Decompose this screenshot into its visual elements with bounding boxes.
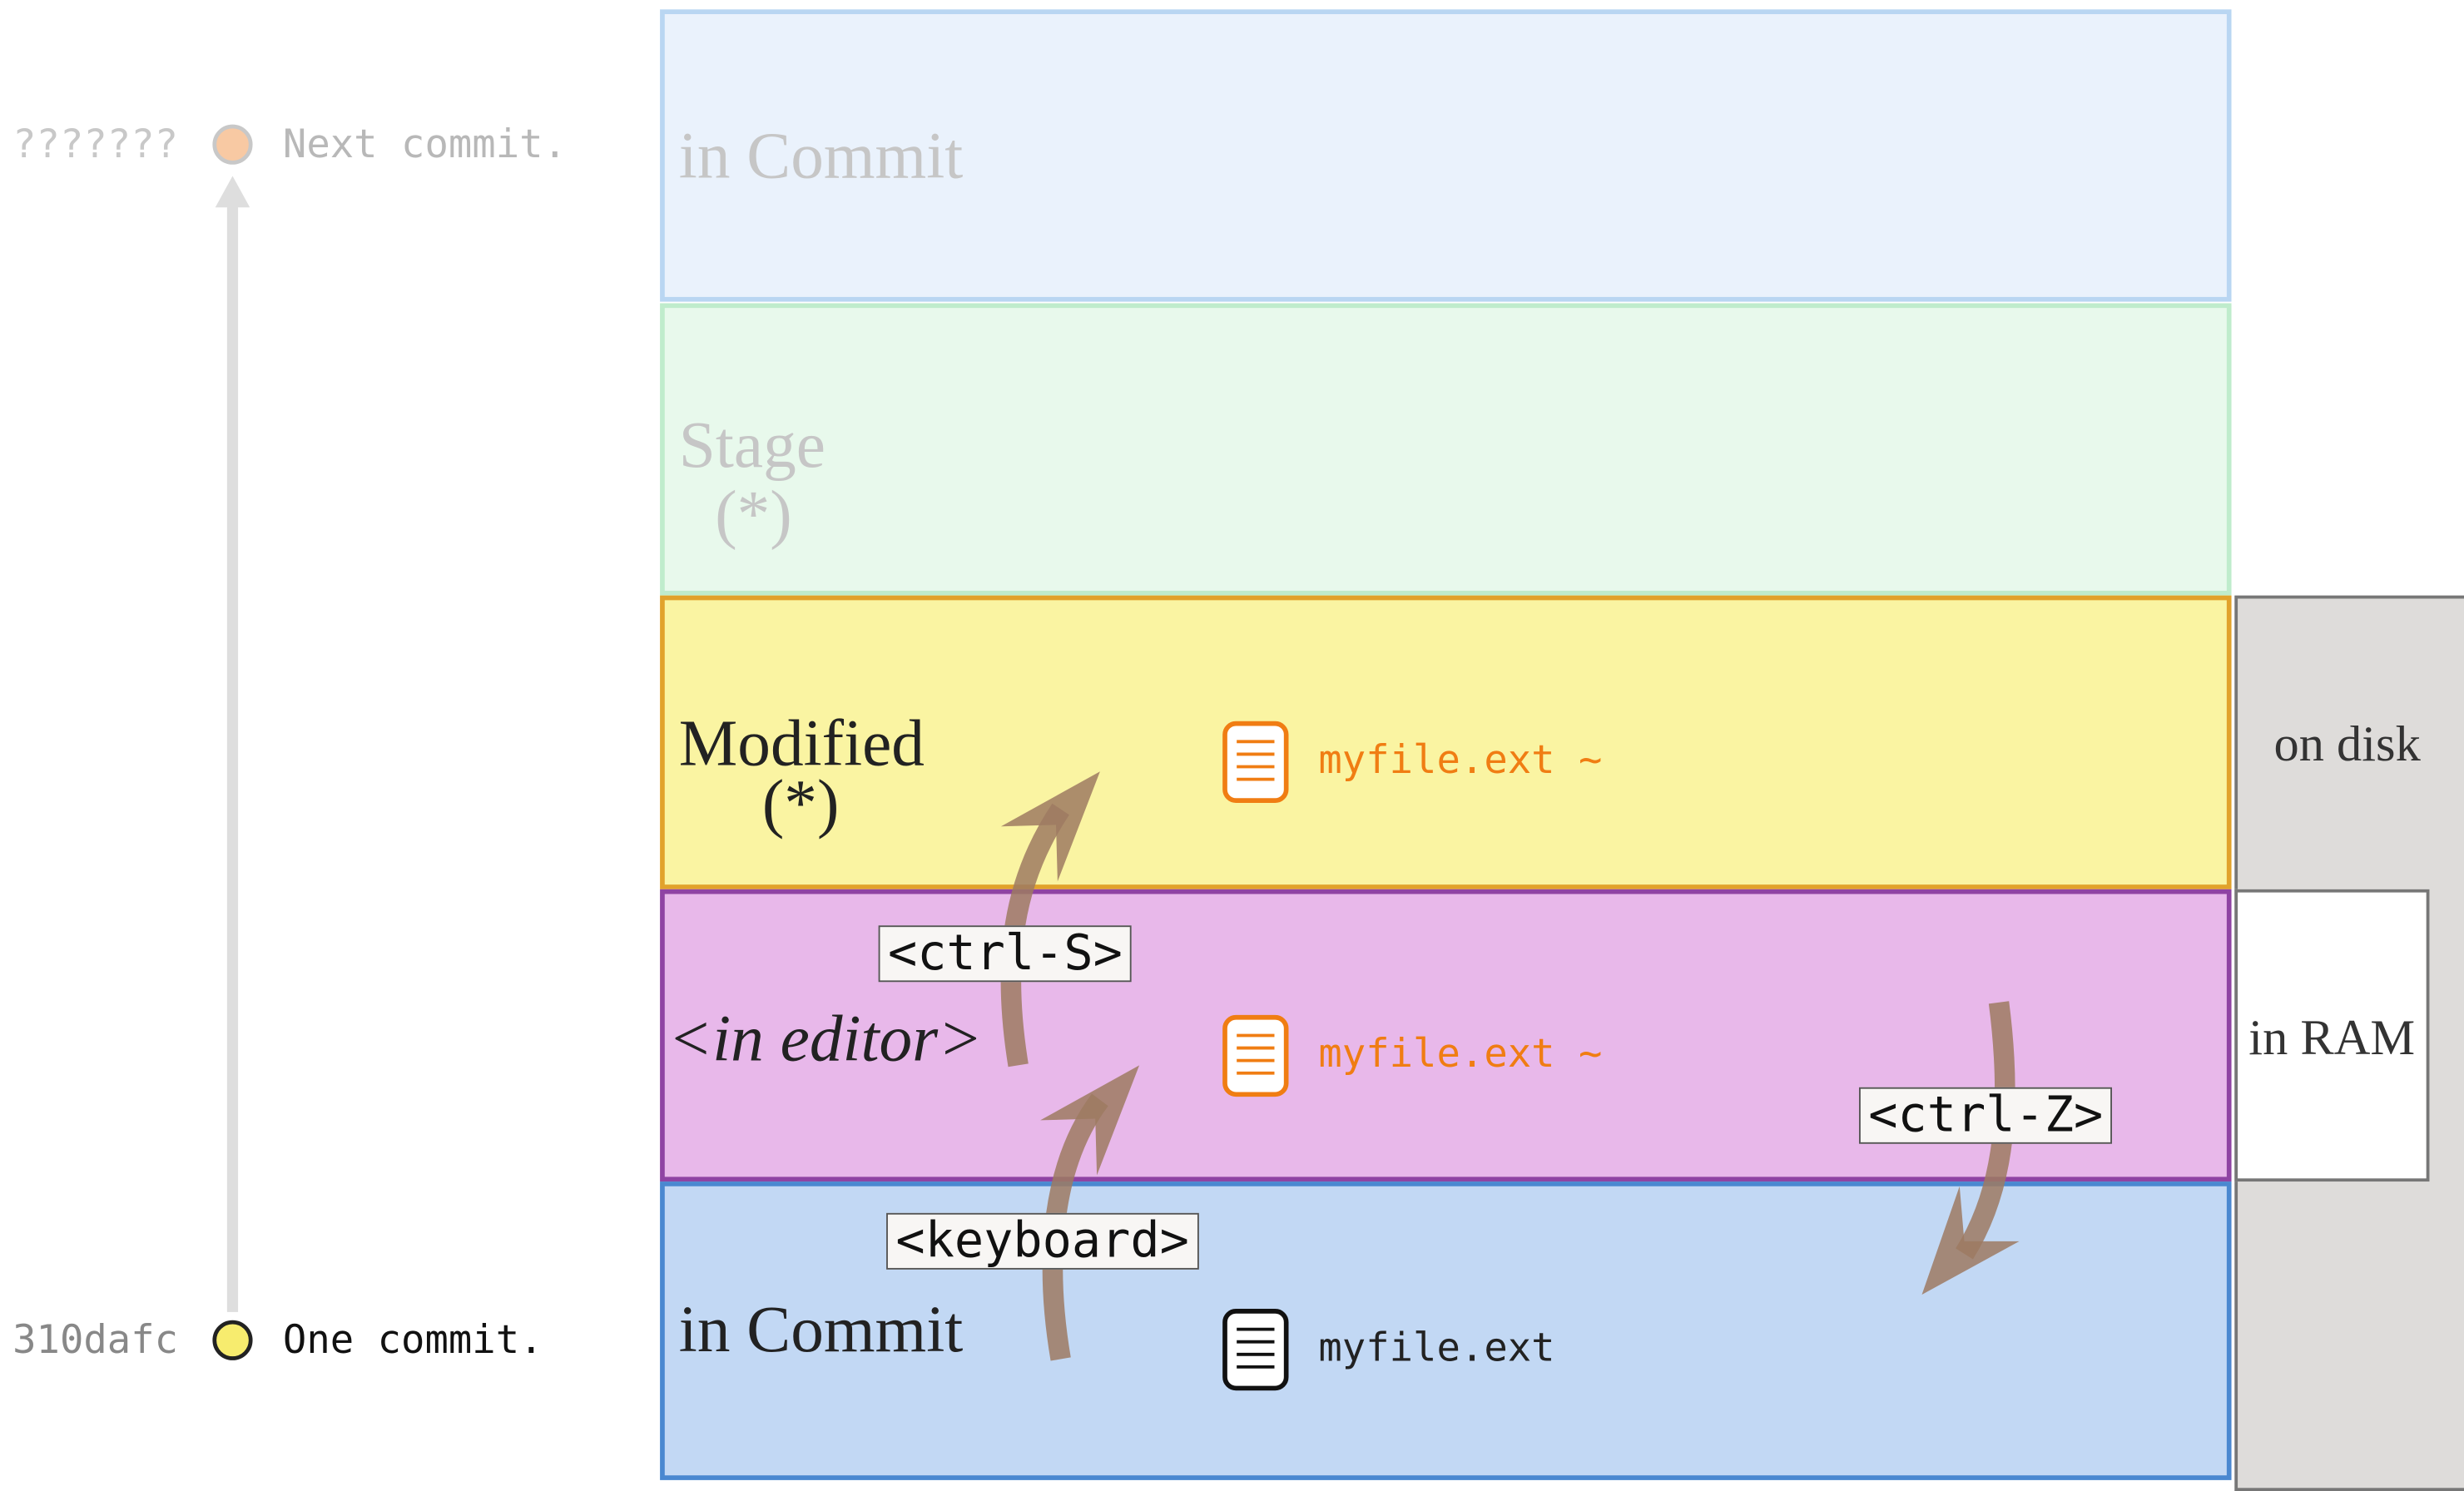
file-icon xyxy=(1222,1309,1289,1391)
band-next-commit xyxy=(660,9,2232,302)
keyboard-key: <keyboard> xyxy=(886,1212,1199,1270)
arrow-head-undo xyxy=(1921,1186,2020,1295)
commit-dot-icon xyxy=(212,124,253,165)
current-commit-hash: 310dafc xyxy=(12,1316,179,1363)
on-disk-label: on disk xyxy=(2273,715,2421,772)
file-icon xyxy=(1222,721,1289,803)
band-modified xyxy=(660,595,2232,889)
modified-marker: (*) xyxy=(761,768,840,841)
band-stage xyxy=(660,303,2232,596)
ram-panel xyxy=(2234,889,2430,1182)
arrow-up-icon xyxy=(215,176,250,208)
arrow-head-keyboard xyxy=(1040,1065,1140,1176)
next-commit-label: in Commit xyxy=(678,121,964,194)
current-commit-message: One commit. xyxy=(282,1316,543,1363)
commit-file-name: myfile.ext xyxy=(1318,1324,1555,1370)
editor-file-name: myfile.ext ~ xyxy=(1318,1030,1603,1077)
modified-file-name: myfile.ext ~ xyxy=(1318,736,1603,783)
in-ram-label: in RAM xyxy=(2248,1008,2416,1066)
ctrl-s-key: <ctrl-S> xyxy=(878,925,1133,983)
next-commit-hash: ??????? xyxy=(12,121,179,167)
file-icon xyxy=(1222,1014,1289,1097)
current-commit-label: in Commit xyxy=(678,1295,964,1367)
editor-label: <in editor> xyxy=(667,1003,983,1077)
arrow-head-save xyxy=(1000,771,1100,882)
stage-label: Stage xyxy=(678,409,826,483)
arrow-save-to-modified xyxy=(1000,803,1069,1067)
stage-marker: (*) xyxy=(715,478,792,552)
ctrl-z-key: <ctrl-Z> xyxy=(1858,1087,2113,1144)
next-commit-message: Next commit. xyxy=(282,121,568,167)
modified-label: Modified xyxy=(678,708,925,781)
commit-dot-icon xyxy=(212,1320,253,1360)
